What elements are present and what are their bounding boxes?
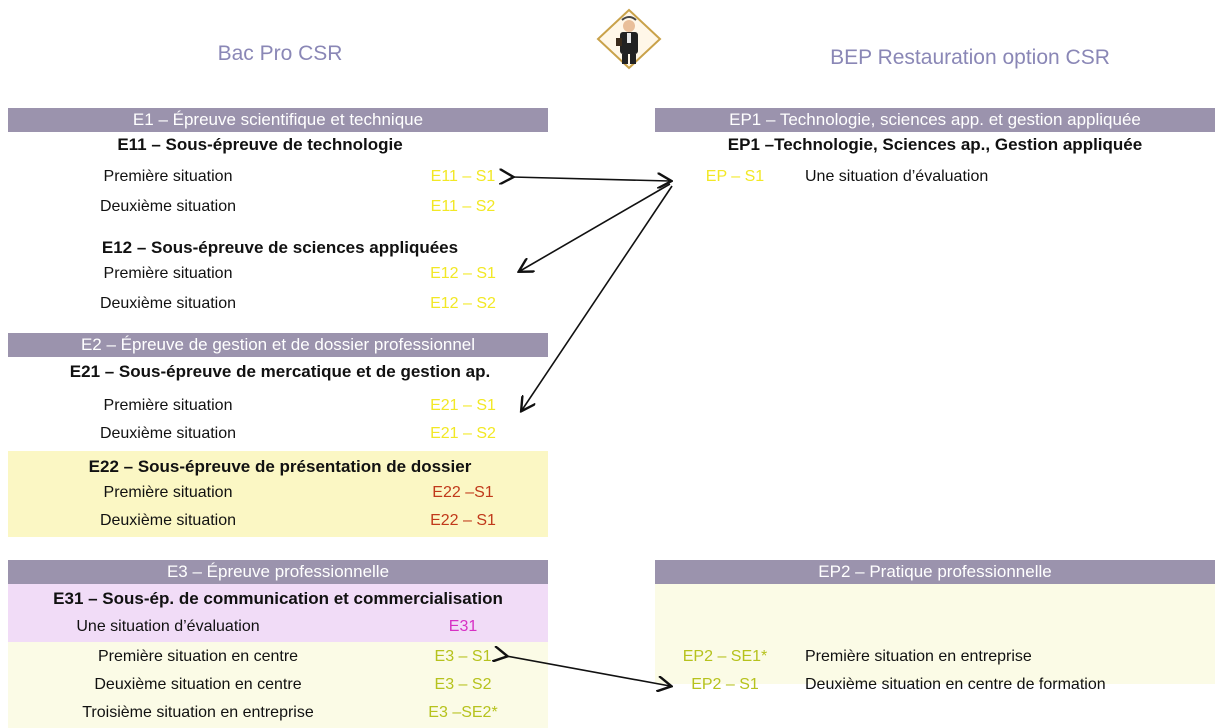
ep1-title: EP1 –Technologie, Sciences ap., Gestion … <box>727 135 1143 154</box>
e2-band: E2 – Épreuve de gestion et de dossier pr… <box>8 333 548 357</box>
row-code: E22 –S1 <box>432 484 494 501</box>
table-row: EP2 – S1 Deuxième situation en centre de… <box>655 672 1215 698</box>
e21-title: E21 – Sous-épreuve de mercatique et de g… <box>69 362 491 381</box>
row-code: E3 – S1 <box>434 648 492 665</box>
table-row: Deuxième situation E12 – S2 <box>8 291 548 317</box>
arrow-e3-ep2 <box>506 656 670 686</box>
table-row: Première situation E22 –S1 <box>8 480 548 506</box>
row-label: Première situation <box>103 168 233 185</box>
arrow-e21-ep <box>522 185 673 410</box>
table-row: Deuxième situation en centre E3 – S2 <box>8 672 548 698</box>
table-row: Deuxième situation E22 – S1 <box>8 508 548 534</box>
row-label: Deuxième situation <box>99 198 237 215</box>
ep2-block <box>655 584 1215 684</box>
e31-title: E31 – Sous-ép. de communication et comme… <box>53 589 503 608</box>
row-code: E3 –SE2* <box>428 704 498 721</box>
businessman-diamond-icon <box>594 8 664 70</box>
row-label: Deuxième situation <box>99 425 237 442</box>
table-row: Troisième situation en entreprise E3 –SE… <box>8 700 548 726</box>
row-label: Première situation <box>103 265 233 282</box>
table-row: Première situation E12 – S1 <box>8 261 548 287</box>
table-row: Première situation E21 – S1 <box>8 393 548 419</box>
row-label: Une situation d’évaluation <box>805 168 989 185</box>
e1-band: E1 – Épreuve scientifique et technique <box>8 108 548 132</box>
e11-title: E11 – Sous-épreuve de technologie <box>117 135 403 154</box>
e22-block <box>8 451 548 537</box>
row-label: Première situation <box>103 397 233 414</box>
row-label: Deuxième situation en centre <box>94 676 302 693</box>
right-column-title: BEP Restauration option CSR <box>830 46 1110 69</box>
row-code: E3 – S2 <box>434 676 492 693</box>
row-label: Troisième situation en entreprise <box>82 704 314 721</box>
row-code: EP – S1 <box>705 168 765 185</box>
e3-situations-block <box>8 642 548 728</box>
row-code: E11 – S2 <box>430 198 496 215</box>
row-label: Deuxième situation <box>99 295 237 312</box>
row-label: Une situation d’évaluation <box>76 618 260 635</box>
row-code: EP2 – S1 <box>691 676 759 693</box>
table-row: Première situation E11 – S1 <box>8 164 548 190</box>
table-row: Deuxième situation E11 – S2 <box>8 194 548 220</box>
row-code: EP2 – SE1* <box>682 648 768 665</box>
row-label: Première situation <box>103 484 233 501</box>
e12-title: E12 – Sous-épreuve de sciences appliquée… <box>101 238 459 257</box>
row-label: Première situation en entreprise <box>805 648 1032 665</box>
row-code: E22 – S1 <box>430 512 496 529</box>
ep2-band: EP2 – Pratique professionnelle <box>655 560 1215 584</box>
table-row: EP – S1 Une situation d’évaluation <box>655 164 1215 190</box>
row-label: Deuxième situation <box>99 512 237 529</box>
arrow-e12-ep <box>520 183 671 271</box>
row-code: E21 – S1 <box>430 397 496 414</box>
ep1-band: EP1 – Technologie, sciences app. et gest… <box>655 108 1215 132</box>
row-code: E11 – S1 <box>430 168 496 185</box>
row-label: Première situation en centre <box>97 648 299 665</box>
arrow-e11-ep <box>512 177 670 181</box>
table-row: EP2 – SE1* Première situation en entrepr… <box>655 644 1215 670</box>
e22-title: E22 – Sous-épreuve de présentation de do… <box>88 457 472 476</box>
table-row: Une situation d’évaluation E31 <box>8 614 548 640</box>
row-code: E12 – S1 <box>430 265 496 282</box>
table-row: Deuxième situation E21 – S2 <box>8 421 548 447</box>
row-code: E12 – S2 <box>430 295 496 312</box>
e31-block <box>8 584 548 642</box>
row-label: Deuxième situation en centre de formatio… <box>805 676 1106 693</box>
left-column-title: Bac Pro CSR <box>217 42 343 65</box>
e3-band: E3 – Épreuve professionnelle <box>8 560 548 584</box>
row-code: E31 <box>448 618 478 635</box>
row-code: E21 – S2 <box>430 425 496 442</box>
table-row: Première situation en centre E3 – S1 <box>8 644 548 670</box>
